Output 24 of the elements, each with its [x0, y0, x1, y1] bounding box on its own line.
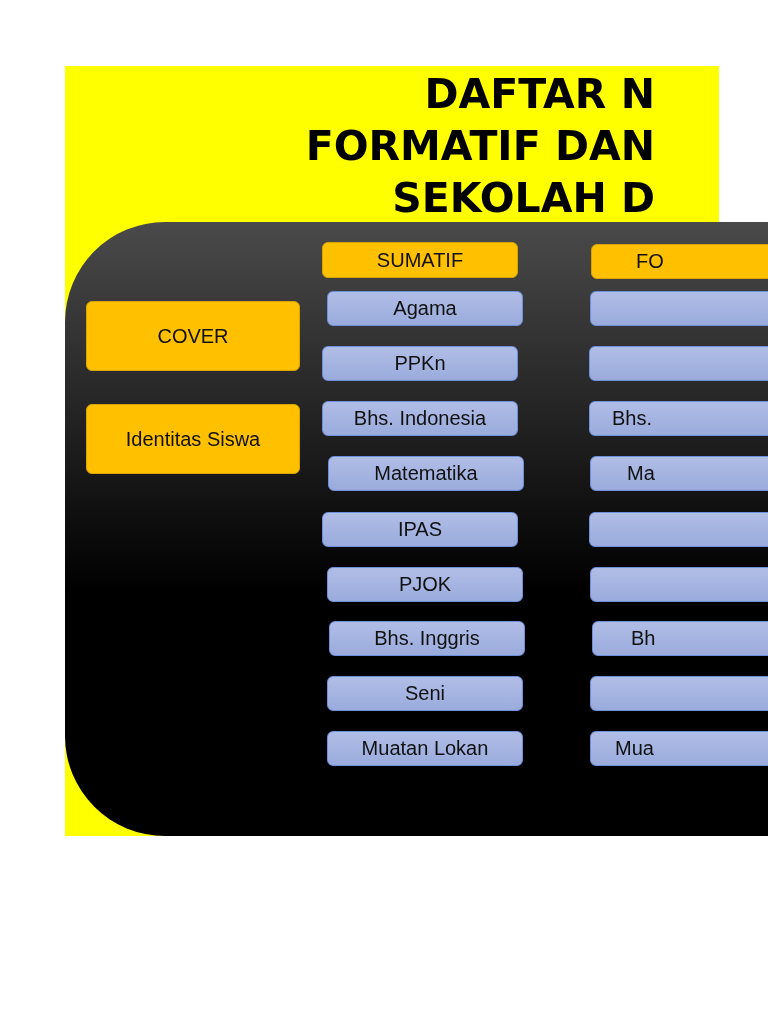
menu-button: SUMATIF [322, 242, 518, 278]
menu-button: Ma [590, 456, 768, 491]
menu-button: Mua [590, 731, 768, 766]
title: DAFTAR N FORMATIF DAN SEKOLAH D [304, 69, 655, 224]
blank-button [590, 676, 768, 711]
menu-button: Bhs. [589, 401, 768, 436]
menu-panel [65, 222, 768, 836]
menu-button: PJOK [327, 567, 523, 602]
menu-button: Matematika [328, 456, 524, 491]
menu-button: PPKn [322, 346, 518, 381]
menu-button: IPAS [322, 512, 518, 547]
menu-button: Bhs. Indonesia [322, 401, 518, 436]
menu-button: FO [591, 244, 768, 279]
blank-button [589, 346, 768, 381]
menu-button: COVER [86, 301, 300, 371]
menu-button: Agama [327, 291, 523, 326]
menu-button: Muatan Lokan [327, 731, 523, 766]
blank-button [590, 567, 768, 602]
menu-button: Identitas Siswa [86, 404, 300, 474]
menu-button: Seni [327, 676, 523, 711]
menu-button: Bh [592, 621, 768, 656]
menu-button: Bhs. Inggris [329, 621, 525, 656]
blank-button [590, 291, 768, 326]
blank-button [589, 512, 768, 547]
